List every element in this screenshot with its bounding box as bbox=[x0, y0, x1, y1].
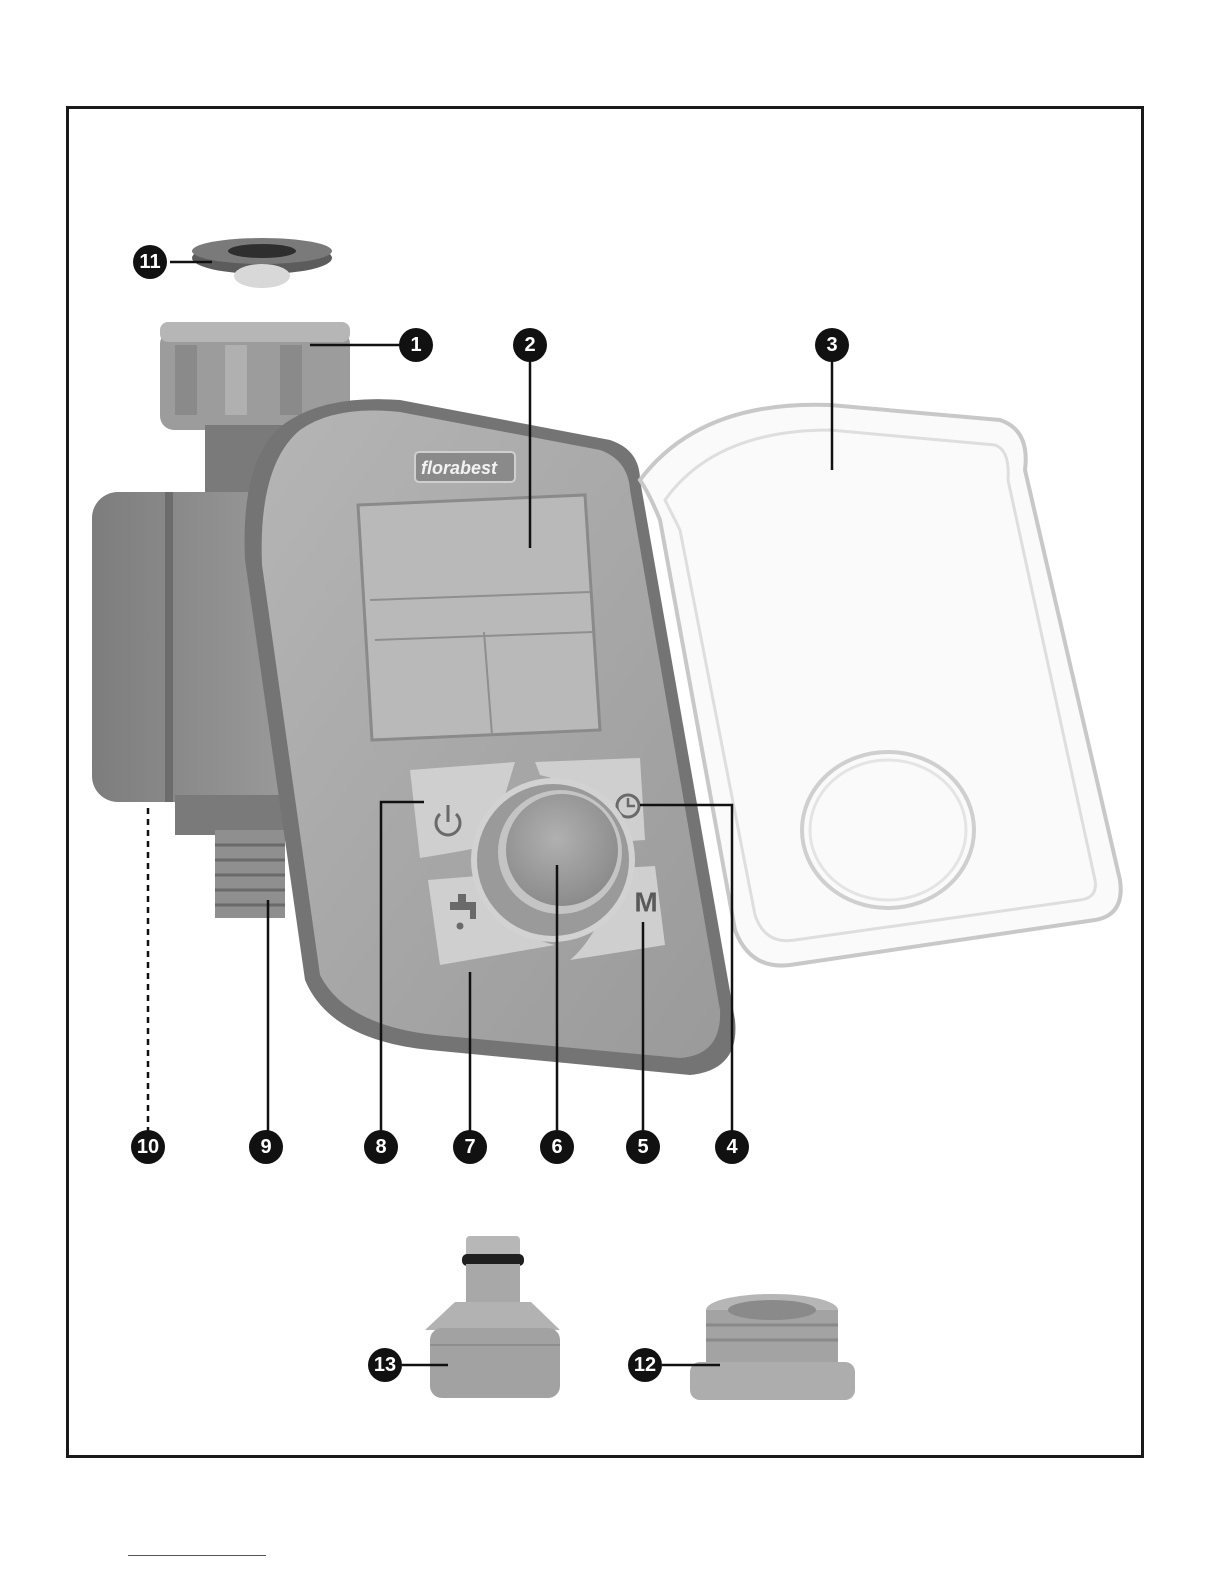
brand-logo-text: florabest bbox=[421, 458, 498, 478]
svg-text:9: 9 bbox=[260, 1136, 271, 1158]
callout-6: 6 bbox=[540, 1130, 574, 1164]
lcd-display-part-2 bbox=[358, 495, 600, 740]
svg-text:4: 4 bbox=[726, 1136, 738, 1158]
svg-text:6: 6 bbox=[551, 1136, 562, 1158]
rotary-knob-part-6[interactable] bbox=[471, 778, 635, 942]
outlet-thread-part-9 bbox=[215, 830, 285, 918]
callout-11: 11 bbox=[133, 245, 167, 279]
callout-12: 12 bbox=[628, 1348, 662, 1382]
svg-text:3: 3 bbox=[826, 334, 837, 356]
svg-text:7: 7 bbox=[464, 1136, 475, 1158]
callout-10: 10 bbox=[131, 1130, 165, 1164]
svg-text:8: 8 bbox=[375, 1136, 386, 1158]
svg-text:13: 13 bbox=[374, 1354, 396, 1376]
callout-1: 1 bbox=[399, 328, 433, 362]
svg-text:11: 11 bbox=[139, 251, 160, 273]
svg-text:10: 10 bbox=[137, 1136, 159, 1158]
footer-link-underline[interactable] bbox=[128, 1555, 266, 1556]
callout-4: 4 bbox=[715, 1130, 749, 1164]
callout-2: 2 bbox=[513, 328, 547, 362]
quick-connector-part-13 bbox=[425, 1236, 560, 1398]
svg-text:2: 2 bbox=[524, 334, 535, 356]
mode-button-label: M bbox=[634, 887, 657, 918]
svg-text:5: 5 bbox=[637, 1136, 648, 1158]
brand-logo: florabest bbox=[415, 452, 515, 482]
callout-9: 9 bbox=[249, 1130, 283, 1164]
thread-adapter-part-12 bbox=[690, 1294, 855, 1400]
callout-7: 7 bbox=[453, 1130, 487, 1164]
callout-8: 8 bbox=[364, 1130, 398, 1164]
callout-13: 13 bbox=[368, 1348, 402, 1382]
svg-text:1: 1 bbox=[410, 334, 421, 356]
callout-5: 5 bbox=[626, 1130, 660, 1164]
callout-3: 3 bbox=[815, 328, 849, 362]
svg-text:12: 12 bbox=[634, 1354, 656, 1376]
washer-part-11 bbox=[192, 238, 332, 288]
transparent-cover-part-3 bbox=[640, 405, 1121, 966]
